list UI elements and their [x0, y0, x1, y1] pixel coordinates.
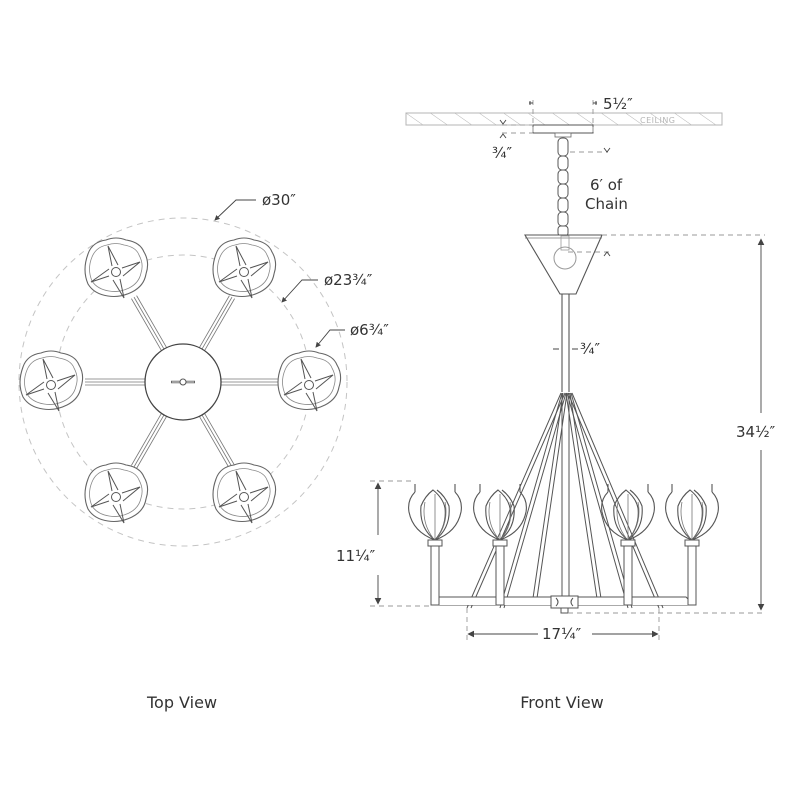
tulip-shade-1 [408, 483, 462, 541]
support-arms [466, 392, 664, 609]
chain [557, 137, 569, 237]
chain-length-label-line1: 6′ of [590, 176, 623, 194]
stem-width-label: ¾″ [580, 340, 601, 358]
candle-cups [427, 539, 700, 606]
front-view: CEILING 5½″ ¾″ 6′ of Chain [336, 95, 776, 712]
shade-top-2 [212, 237, 277, 299]
shade-top-1 [84, 237, 149, 299]
top-view: ø30″ ø23¾″ ø6¾″ Top View [18, 191, 389, 712]
shade-top-4 [277, 350, 342, 412]
chain-length-label-line2: Chain [585, 195, 628, 213]
arm-span-diameter-label: ø23¾″ [324, 271, 373, 289]
overall-diameter-circle [18, 217, 348, 547]
front-view-caption: Front View [520, 693, 604, 712]
shade-top-5 [84, 462, 149, 524]
arms [85, 295, 281, 469]
tulip-shade-4 [665, 483, 719, 541]
overall-height-label: 34½″ [736, 423, 776, 441]
canopy-width-label: 5½″ [603, 95, 633, 113]
ceiling-label: CEILING [640, 116, 676, 125]
shade-top-6 [212, 462, 277, 524]
canopy [532, 124, 594, 134]
leader-arm-span [281, 279, 318, 303]
center-hub [144, 343, 222, 421]
shade-top-3 [19, 350, 84, 412]
overall-diameter-label: ø30″ [262, 191, 296, 209]
tulip-shade-3 [601, 483, 655, 541]
base-ring [430, 595, 695, 614]
leader-shade-diameter [315, 329, 345, 348]
leader-overall-diameter [214, 199, 256, 221]
canopy-height-label: ¾″ [492, 144, 513, 162]
canopy-cone [524, 234, 603, 295]
body-height-label: 11¼″ [336, 547, 376, 565]
shade-diameter-label: ø6¾″ [350, 321, 389, 339]
tulip-shade-2 [473, 483, 527, 541]
top-view-caption: Top View [146, 693, 217, 712]
body-width-label: 17¼″ [542, 625, 582, 643]
